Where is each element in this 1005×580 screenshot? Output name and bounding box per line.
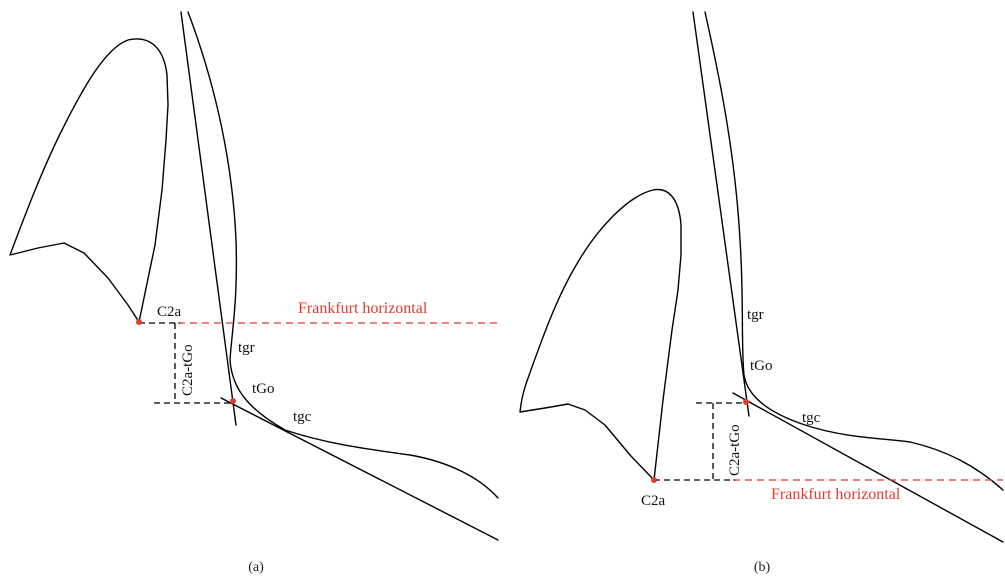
body-tangent-line-a <box>220 397 499 541</box>
panel-b: C2a Frankfurt horizontal C2a-tGo tgr tGo… <box>519 11 1004 575</box>
mandible-outline-b <box>704 11 1004 491</box>
body-tangent-line-b <box>732 392 1004 543</box>
tgo-label-a: tGo <box>252 381 275 397</box>
tgr-label-a: tgr <box>238 340 255 356</box>
c2a-point-a <box>136 319 142 325</box>
tgo-label-b: tGo <box>750 358 773 374</box>
ramus-tangent-line-b <box>692 11 750 417</box>
c2a-label-b: C2a <box>641 493 666 509</box>
ramus-tangent-line-a <box>180 11 237 426</box>
c2-vertebra-outline-b <box>519 188 682 481</box>
tgr-label-b: tgr <box>747 307 764 323</box>
c2a-tgo-label-a: C2a-tGo <box>180 344 196 396</box>
panel-caption-a: (a) <box>248 560 264 575</box>
frankfurt-label-a: Frankfurt horizontal <box>298 300 428 317</box>
frankfurt-label-b: Frankfurt horizontal <box>771 486 901 503</box>
panel-a: C2a Frankfurt horizontal C2a-tGo tgr tGo… <box>9 11 499 575</box>
tgo-point-b <box>743 399 749 405</box>
c2-vertebra-outline-a <box>9 38 169 323</box>
tgo-point-a <box>230 398 236 404</box>
tgc-label-b: tgc <box>802 410 821 426</box>
c2a-label-a: C2a <box>157 304 182 320</box>
tgc-label-a: tgc <box>293 409 312 425</box>
c2a-point-b <box>651 477 657 483</box>
mandible-outline-a <box>187 11 499 499</box>
panel-caption-b: (b) <box>754 560 771 575</box>
c2a-tgo-label-b: C2a-tGo <box>727 424 743 476</box>
